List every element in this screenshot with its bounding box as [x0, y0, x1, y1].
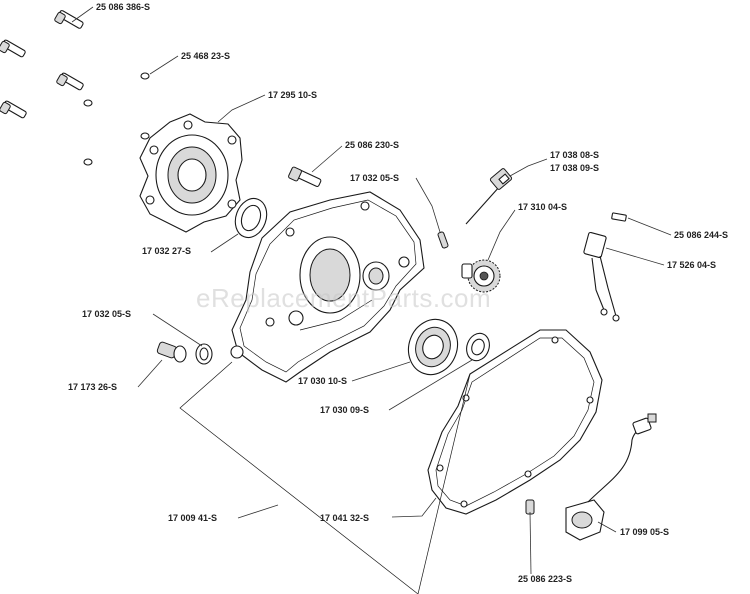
- bolt-icon[interactable]: [288, 166, 322, 188]
- label-25-086-223[interactable]: 25 086 223-S: [518, 574, 572, 584]
- label-17-032-05-upper[interactable]: 17 032 05-S: [350, 173, 399, 183]
- washer-icon[interactable]: [140, 72, 150, 80]
- label-17-295-10[interactable]: 17 295 10-S: [268, 90, 317, 100]
- washer-icon[interactable]: [83, 99, 93, 107]
- bolt-icon[interactable]: [0, 39, 26, 58]
- drain-plug-icon[interactable]: [156, 341, 187, 363]
- label-25-086-386[interactable]: 25 086 386-S: [96, 2, 150, 12]
- leader-lines: [71, 6, 672, 575]
- bolt-icon[interactable]: [0, 100, 27, 119]
- screw-icon[interactable]: [525, 499, 535, 515]
- label-17-041-32[interactable]: 17 041 32-S: [320, 513, 369, 523]
- oil-sensor-icon[interactable]: [583, 231, 620, 322]
- label-25-086-244[interactable]: 25 086 244-S: [674, 230, 728, 240]
- governor-shaft-icon[interactable]: [465, 168, 513, 225]
- assembly-bracket: [179, 361, 419, 594]
- label-17-099-05[interactable]: 17 099 05-S: [620, 527, 669, 537]
- gasket-icon[interactable]: [427, 329, 603, 515]
- governor-gear-icon[interactable]: [461, 259, 501, 293]
- oil-seal-icon[interactable]: [230, 194, 272, 242]
- screw-icon[interactable]: [611, 212, 627, 222]
- label-17-030-09[interactable]: 17 030 09-S: [320, 405, 369, 415]
- ignition-coil-icon[interactable]: [565, 413, 657, 541]
- washer-icon[interactable]: [83, 158, 93, 166]
- flange-cover-icon[interactable]: [139, 113, 243, 233]
- bolt-icon[interactable]: [56, 72, 84, 91]
- label-17-038-09[interactable]: 17 038 09-S: [550, 163, 599, 173]
- label-17-310-04[interactable]: 17 310 04-S: [518, 202, 567, 212]
- washer-icon[interactable]: [140, 132, 150, 140]
- washer-icon[interactable]: [195, 343, 213, 365]
- label-25-468-23[interactable]: 25 468 23-S: [181, 51, 230, 61]
- crankcase-icon[interactable]: [230, 191, 425, 383]
- label-17-173-26[interactable]: 17 173 26-S: [68, 382, 117, 392]
- label-17-030-10[interactable]: 17 030 10-S: [298, 376, 347, 386]
- bearing-seal-icon[interactable]: [463, 330, 493, 364]
- label-17-009-41[interactable]: 17 009 41-S: [168, 513, 217, 523]
- bolt-icon[interactable]: [54, 10, 84, 29]
- ball-bearing-icon[interactable]: [401, 312, 465, 381]
- label-17-526-04[interactable]: 17 526 04-S: [667, 260, 716, 270]
- label-25-086-230[interactable]: 25 086 230-S: [345, 140, 399, 150]
- label-17-032-05-lower[interactable]: 17 032 05-S: [82, 309, 131, 319]
- label-17-038-08[interactable]: 17 038 08-S: [550, 150, 599, 160]
- label-17-032-27[interactable]: 17 032 27-S: [142, 246, 191, 256]
- spring-pin-icon[interactable]: [437, 231, 449, 249]
- watermark: eReplacementParts.com: [196, 283, 491, 313]
